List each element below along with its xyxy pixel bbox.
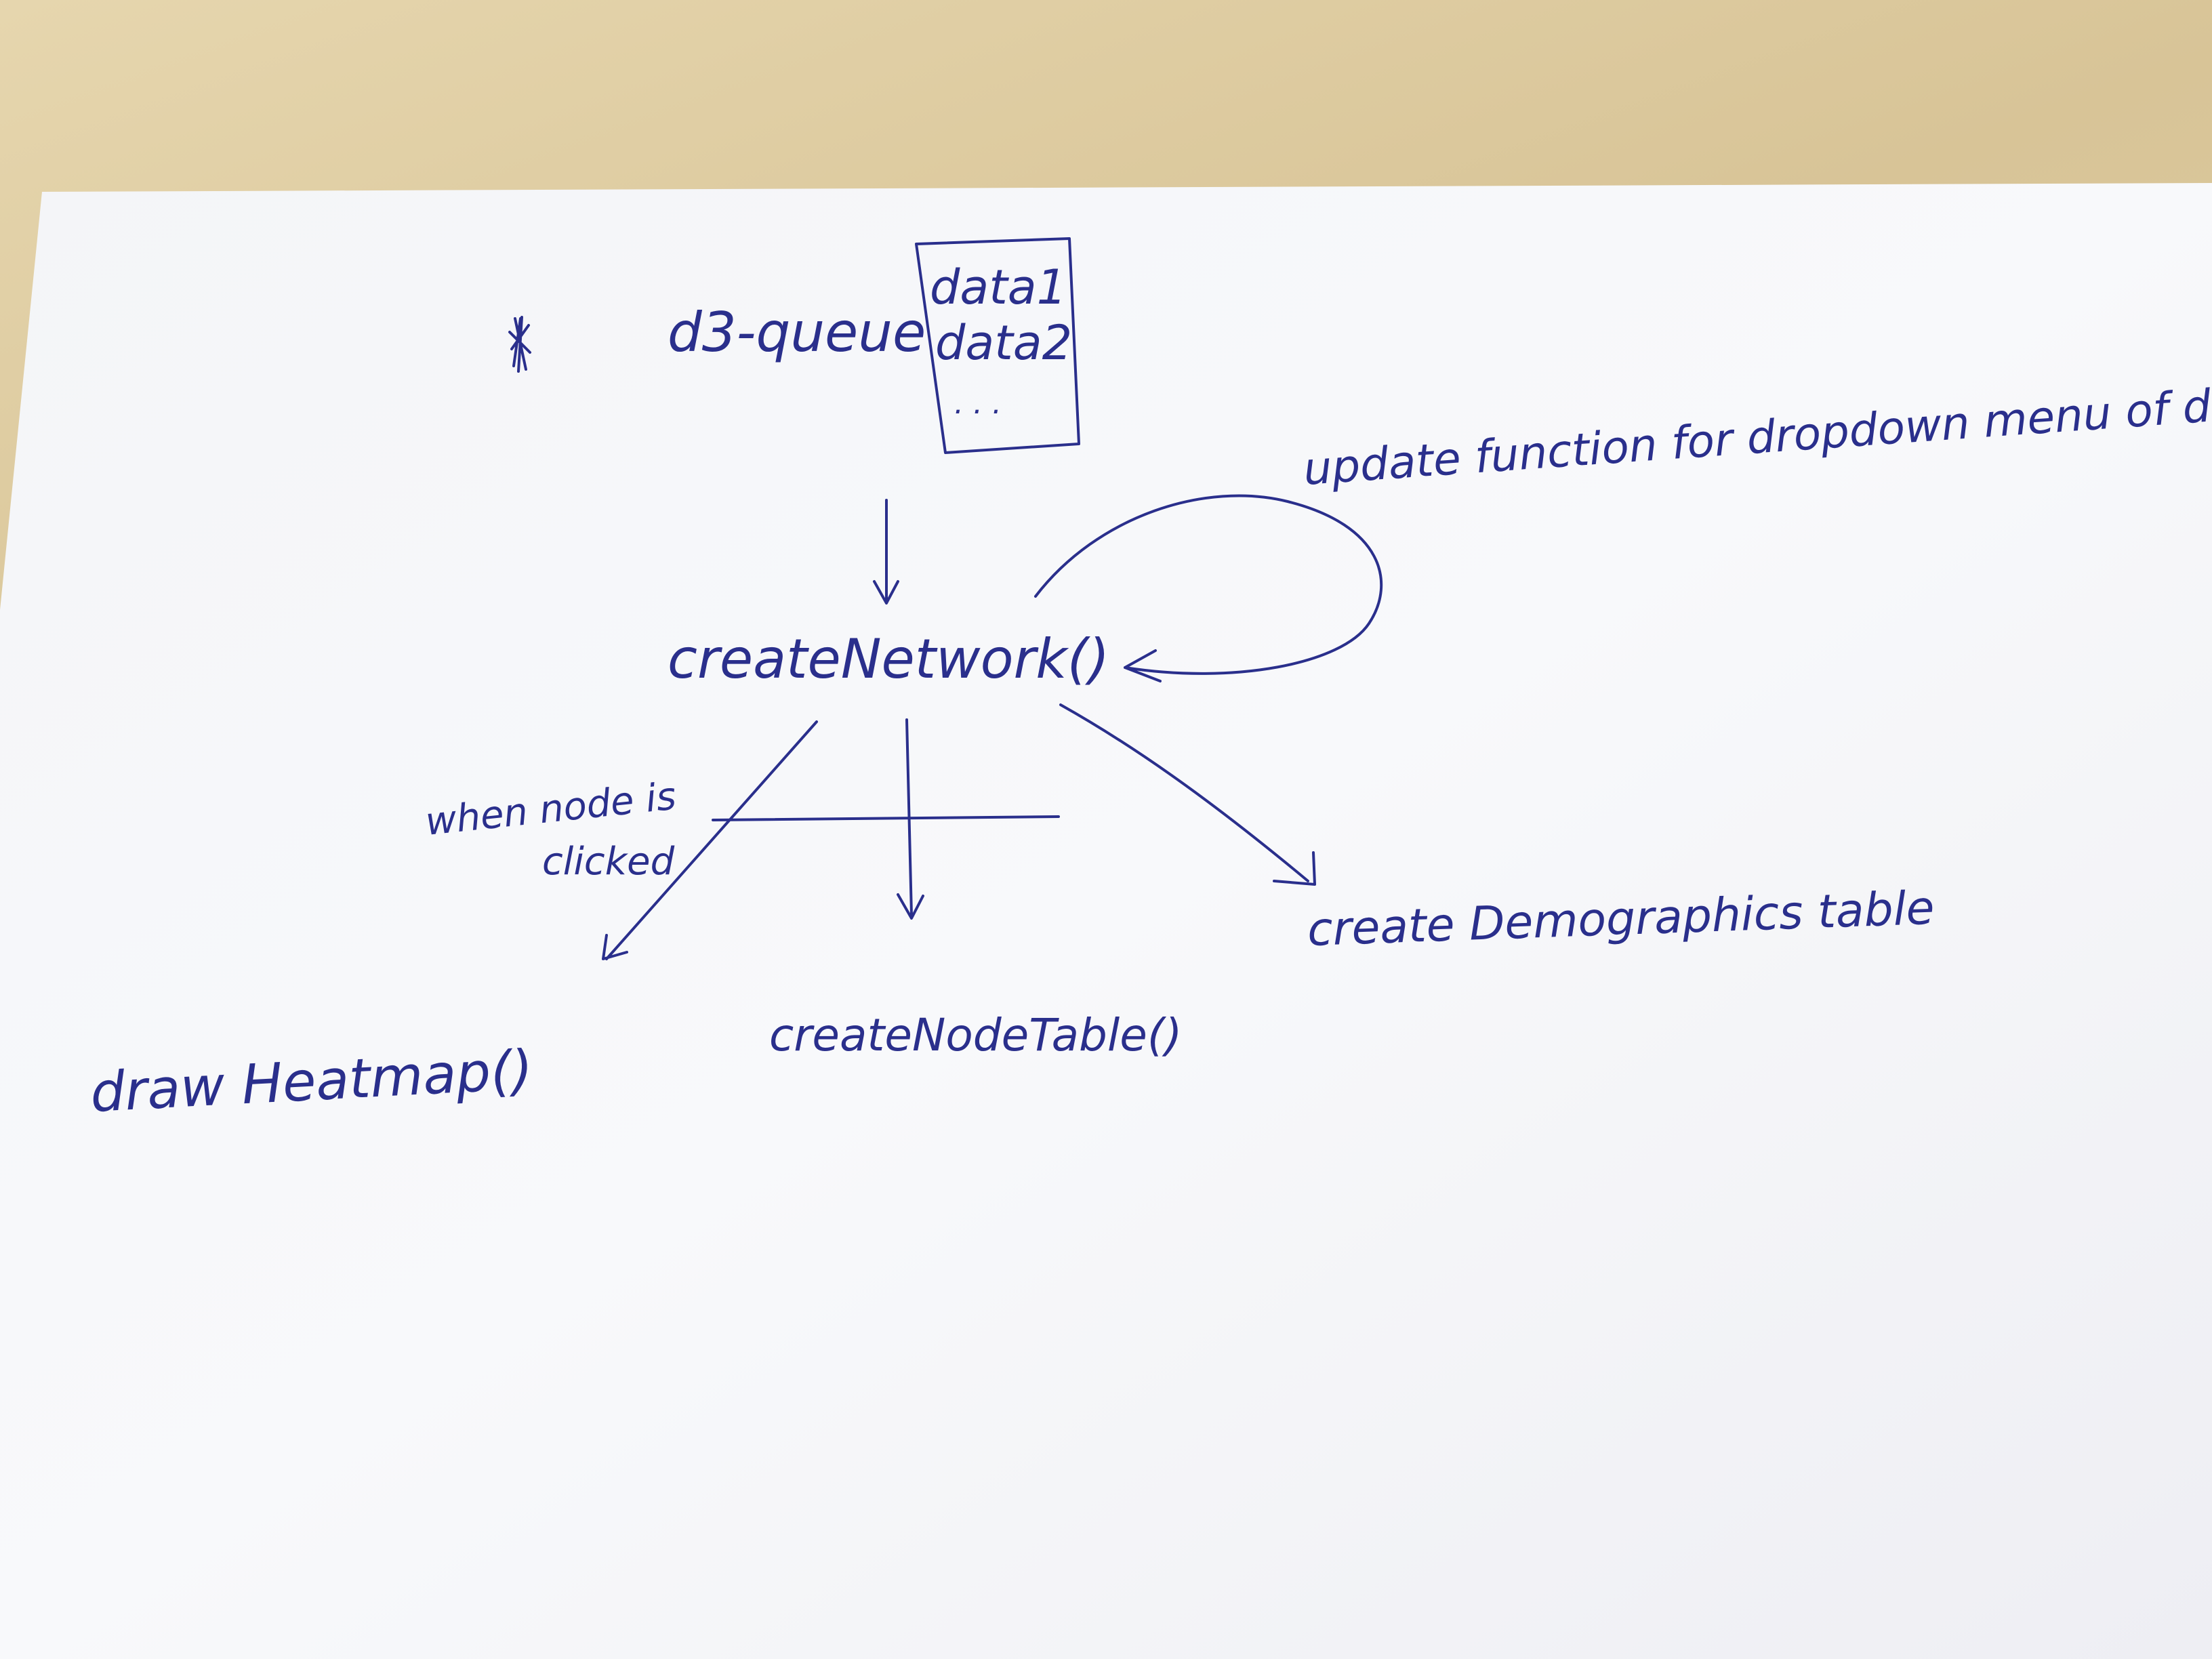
queue-label: d3-queue [668, 301, 926, 364]
data-item-ellipsis: . . . [954, 386, 1002, 421]
update-loop-arrow [1034, 494, 1383, 682]
create-network-label: createNetwork() [668, 628, 1109, 691]
scribble-mark [508, 316, 531, 373]
create-node-table-label: createNodeTable() [769, 1009, 1182, 1061]
arrow-to-heatmap [602, 720, 818, 960]
arrow-to-demographics [1059, 703, 1316, 886]
click-note-line2: clicked [542, 840, 675, 884]
data-box [915, 237, 1080, 454]
data-item-2: data2 [935, 315, 1072, 371]
arrow-queue-to-network [873, 499, 899, 605]
paper-sheet [0, 183, 2212, 1659]
data-item-1: data1 [930, 260, 1067, 315]
click-divider-line [712, 815, 1060, 821]
